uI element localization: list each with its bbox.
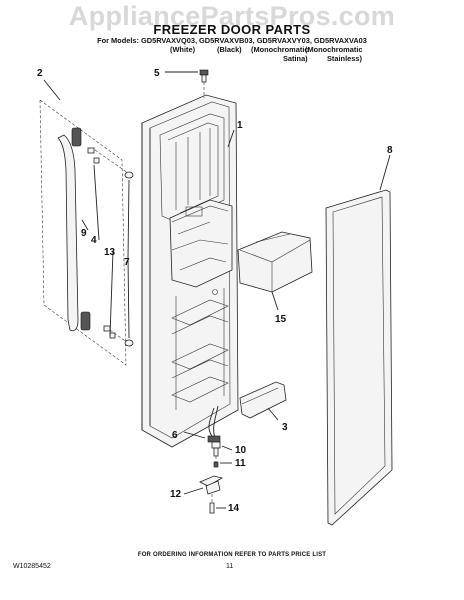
- callout-2: 2: [37, 68, 43, 79]
- ordering-note: FOR ORDERING INFORMATION REFER TO PARTS …: [137, 552, 327, 558]
- screw-5: [165, 69, 209, 98]
- watermark: AppliancePartsPros.com: [68, 1, 396, 31]
- lower-door-bin: [239, 381, 287, 421]
- page-number: 11: [226, 563, 234, 570]
- callout-12: 12: [170, 489, 182, 500]
- callout-6: 6: [172, 430, 178, 441]
- handle-assembly: [39, 79, 134, 366]
- callout-1: 1: [237, 120, 243, 131]
- callout-14: 14: [228, 503, 240, 514]
- callout-8: 8: [387, 145, 393, 156]
- hinge-hardware: [183, 441, 233, 514]
- variant-satina: Satina): [283, 54, 308, 63]
- callout-4: 4: [91, 235, 97, 246]
- door-bin: [237, 231, 313, 311]
- document-number: W10285452: [13, 563, 51, 570]
- callout-9: 9: [81, 228, 87, 239]
- variant-stainless: Stainless): [327, 54, 362, 63]
- callout-13: 13: [104, 247, 116, 258]
- variant-white: (White): [170, 45, 196, 54]
- page-title: FREEZER DOOR PARTS: [153, 22, 311, 37]
- variant-black: (Black): [217, 45, 242, 54]
- callout-10: 10: [235, 445, 247, 456]
- callout-5: 5: [154, 68, 160, 79]
- models-line: For Models: GD5RVAXVQ03, GD5RVAXVB03, GD…: [97, 36, 367, 45]
- callout-11: 11: [235, 458, 246, 469]
- freezer-door-panel: [141, 94, 239, 448]
- variant-mono-2: (Monochromatic: [305, 45, 363, 54]
- variant-mono-1: (Monochromatic: [251, 45, 309, 54]
- door-gasket: [325, 154, 393, 526]
- callout-15: 15: [275, 314, 287, 325]
- callout-3: 3: [282, 422, 288, 433]
- callout-7: 7: [124, 257, 130, 268]
